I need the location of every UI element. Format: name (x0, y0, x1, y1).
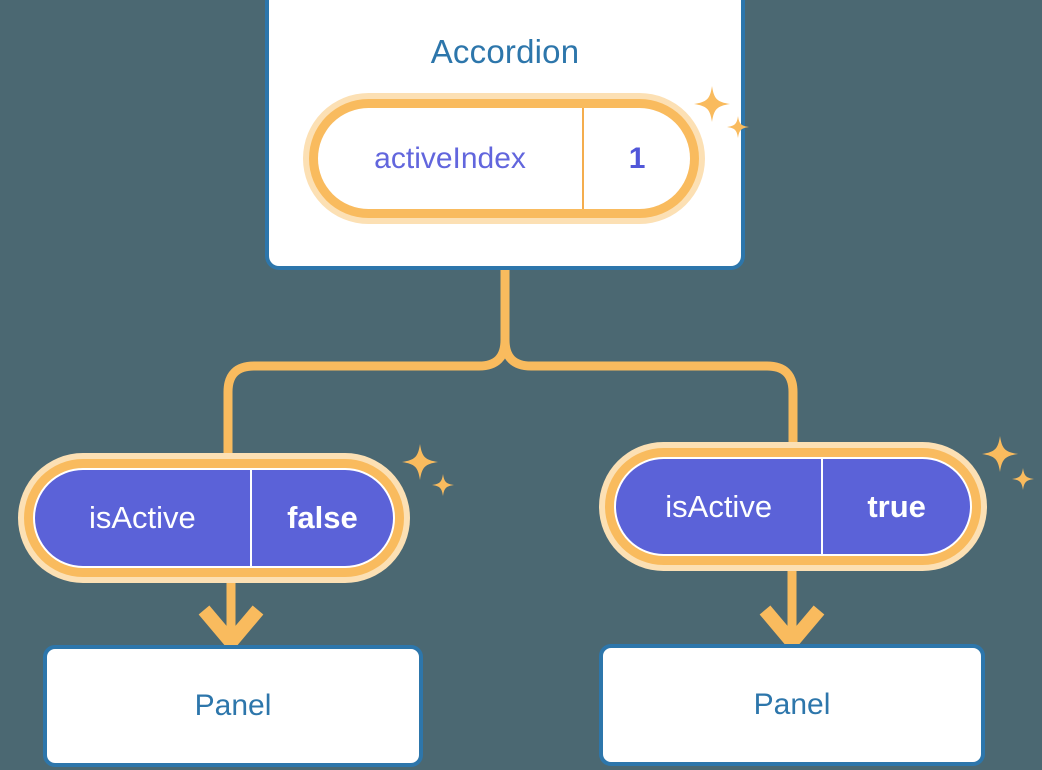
sparkle-group-left (402, 444, 454, 496)
sparkle-icon (1012, 468, 1034, 490)
arrow-down-icon-right (759, 605, 825, 653)
panel-component-card-left[interactable]: Panel (43, 645, 423, 767)
sparkle-icon (432, 474, 454, 496)
connector-branch-left (223, 335, 510, 460)
accordion-title: Accordion (430, 33, 580, 70)
arrow-down-icon-left (198, 605, 264, 653)
sparkle-icon (982, 436, 1018, 472)
pill-body: activeIndex 1 (318, 108, 690, 209)
pill-value-label: 1 (582, 108, 690, 209)
pill-value-label: true (821, 459, 970, 554)
panel-title: Panel (753, 688, 831, 721)
pill-key-label: activeIndex (374, 141, 526, 175)
sparkle-group-right (982, 436, 1034, 490)
sparkle-icon (402, 444, 438, 480)
pill-ring: isActive true (605, 448, 981, 565)
prop-pill-isactive-true[interactable]: isActive true (599, 442, 987, 571)
connector-branch-right (500, 335, 798, 451)
pill-body: isActive false (33, 468, 395, 568)
pill-key-label: isActive (88, 500, 196, 535)
pill-ring: activeIndex 1 (309, 99, 699, 218)
pill-body: isActive true (614, 457, 972, 556)
panel-component-card-right[interactable]: Panel (599, 644, 985, 766)
pill-ring: isActive false (24, 459, 404, 577)
prop-pill-isactive-false[interactable]: isActive false (18, 453, 410, 583)
state-pill-activeindex[interactable]: activeIndex 1 (303, 93, 705, 224)
panel-title: Panel (194, 689, 272, 722)
pill-key-label: isActive (665, 488, 773, 524)
pill-value-label: false (249, 470, 393, 566)
